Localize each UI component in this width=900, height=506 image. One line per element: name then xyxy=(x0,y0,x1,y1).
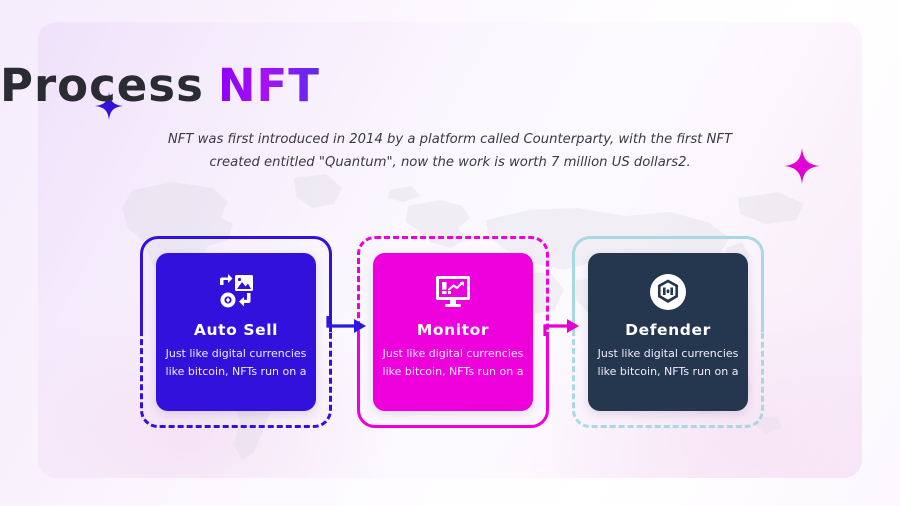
card-body[interactable]: Auto Sell Just like digital currencies l… xyxy=(156,253,316,411)
connector-auto-sell-to-monitor xyxy=(326,316,366,333)
subtitle-line-1: NFT was first introduced in 2014 by a pl… xyxy=(167,132,733,147)
card-outline-bottom xyxy=(357,332,549,428)
card-description-line-1: Just like digital currencies xyxy=(382,347,524,360)
card-description-line-2: like bitcoin, NFTs run on a xyxy=(382,365,524,378)
card-outline-bottom xyxy=(572,332,764,428)
card-outline-top xyxy=(357,236,549,332)
shield-hexagon-icon xyxy=(647,271,689,313)
page-title-accent: NFT xyxy=(217,59,320,112)
image-exchange-coin-icon xyxy=(215,271,257,313)
process-card-monitor[interactable]: Monitor Just like digital currencies lik… xyxy=(357,236,549,428)
process-cards-row: Auto Sell Just like digital currencies l… xyxy=(0,236,900,431)
card-description: Just like digital currencies like bitcoi… xyxy=(158,345,315,381)
card-description-line-2: like bitcoin, NFTs run on a xyxy=(165,365,307,378)
card-outline-top xyxy=(572,236,764,332)
card-description: Just like digital currencies like bitcoi… xyxy=(590,345,747,381)
card-body[interactable]: Monitor Just like digital currencies lik… xyxy=(373,253,533,411)
monitor-chart-icon xyxy=(432,271,474,313)
page-title-primary: Process xyxy=(0,59,204,112)
connector-monitor-to-defender xyxy=(543,319,579,336)
card-title: Defender xyxy=(625,321,711,339)
card-outline-bottom xyxy=(140,332,332,428)
card-description: Just like digital currencies like bitcoi… xyxy=(375,345,532,381)
process-card-defender[interactable]: Defender Just like digital currencies li… xyxy=(572,236,764,428)
card-title: Monitor xyxy=(416,321,490,339)
subtitle-line-2: created entitled "Quantum", now the work… xyxy=(209,155,691,170)
card-description-line-1: Just like digital currencies xyxy=(165,347,307,360)
card-title: Auto Sell xyxy=(193,321,279,339)
card-description-line-1: Just like digital currencies xyxy=(597,347,739,360)
card-description-line-2: like bitcoin, NFTs run on a xyxy=(597,365,739,378)
card-outline-top xyxy=(140,236,332,332)
card-body[interactable]: Defender Just like digital currencies li… xyxy=(588,253,748,411)
page-subtitle: NFT was first introduced in 2014 by a pl… xyxy=(150,128,750,174)
process-card-auto-sell[interactable]: Auto Sell Just like digital currencies l… xyxy=(140,236,332,428)
